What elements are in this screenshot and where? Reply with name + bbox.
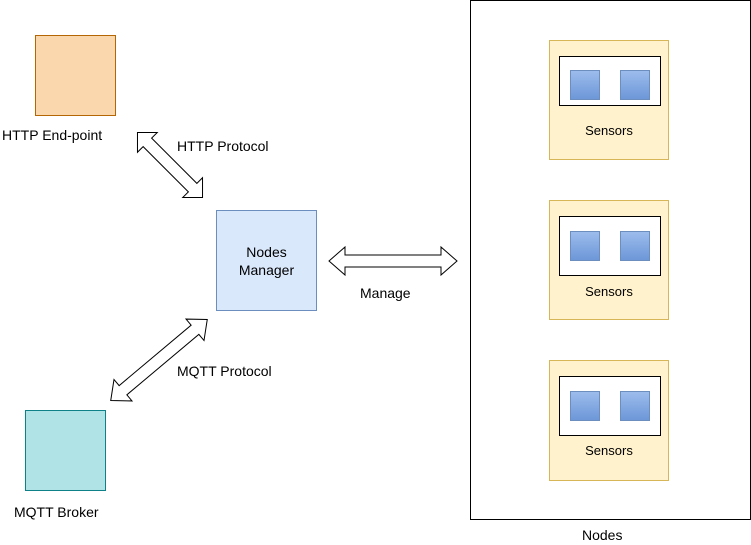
http-endpoint-label: HTTP End-point <box>2 127 103 143</box>
sensor-icon <box>620 70 650 100</box>
sensor-group <box>559 56 661 106</box>
sensors-label: Sensors <box>585 123 633 138</box>
sensor-group <box>559 216 661 276</box>
sensor-icon <box>620 231 650 261</box>
mqtt-broker-label: MQTT Broker <box>14 504 99 520</box>
nodes-manager-label-line2: Manager <box>238 261 295 278</box>
sensors-label: Sensors <box>585 443 633 458</box>
mqtt-broker-box <box>25 410 106 491</box>
manage-double-arrow <box>328 245 458 277</box>
mqtt-protocol-label: MQTT Protocol <box>177 363 272 379</box>
node-card: Sensors <box>549 40 669 160</box>
sensor-icon <box>570 70 600 100</box>
sensor-icon <box>570 231 600 261</box>
http-double-arrow <box>136 131 204 199</box>
nodes-manager-box: Nodes Manager <box>216 210 317 311</box>
nodes-manager-label-line1: Nodes <box>246 243 287 260</box>
http-endpoint-box <box>35 35 116 116</box>
node-card: Sensors <box>549 200 669 320</box>
sensors-label: Sensors <box>585 284 633 299</box>
sensor-group <box>559 376 661 436</box>
http-protocol-label: HTTP Protocol <box>177 138 269 154</box>
nodes-container-label: Nodes <box>582 527 623 543</box>
sensor-icon <box>620 391 650 421</box>
node-card: Sensors <box>549 360 669 481</box>
mqtt-double-arrow <box>110 318 208 402</box>
sensor-icon <box>570 391 600 421</box>
manage-label: Manage <box>360 285 411 301</box>
